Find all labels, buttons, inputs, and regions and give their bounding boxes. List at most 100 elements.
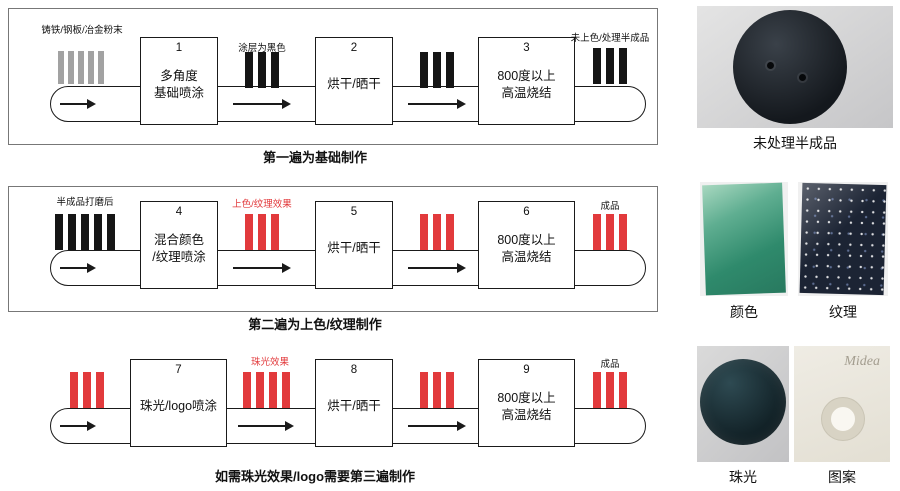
bar [269, 372, 277, 408]
output-label: 成品 [600, 201, 620, 212]
flow-arrow [408, 263, 466, 273]
material-bars [593, 48, 627, 84]
bar [593, 214, 601, 250]
box-number: 1 [175, 42, 183, 54]
box-number: 7 [175, 364, 182, 376]
material-bars [70, 372, 104, 408]
bar [107, 214, 115, 250]
photo-color-sample [700, 182, 788, 296]
box-label-line: 800度以上 [497, 390, 556, 405]
box-label-line: 多角度 [160, 68, 198, 83]
box-label: 800度以上 高温烧结 [497, 54, 555, 124]
black-disc [733, 10, 847, 124]
box-number: 9 [523, 364, 530, 376]
bar [96, 372, 104, 408]
row-caption: 第一遍为基础制作 [262, 150, 367, 165]
material-bars [245, 52, 279, 88]
photo-caption: 图案 [828, 469, 856, 485]
bar [68, 51, 74, 84]
material-bars [243, 372, 290, 408]
photo-caption: 颜色 [730, 304, 758, 320]
bar [420, 52, 428, 88]
bar [258, 52, 266, 88]
bar [606, 48, 614, 84]
photo-logo-pattern: Midea [794, 346, 890, 462]
bar [256, 372, 264, 408]
midea-logo-text: Midea [844, 354, 880, 369]
process-box-5: 5 烘干/晒干 [315, 201, 393, 289]
bar [81, 214, 89, 250]
bar [619, 48, 627, 84]
bar [83, 372, 91, 408]
row-caption: 如需珠光效果/logo需要第三遍制作 [214, 469, 416, 484]
bar [58, 51, 64, 84]
flow-arrow [60, 263, 96, 273]
box-label: 烘干/晒干 [327, 376, 380, 446]
output-label: 成品 [600, 359, 620, 370]
bar [619, 214, 627, 250]
effect-label: 珠光效果 [250, 357, 289, 368]
photo-caption: 纹理 [829, 304, 857, 320]
box-label-line: 高温烧结 [501, 408, 552, 422]
material-bars [58, 51, 104, 84]
pearl-disc [700, 359, 786, 445]
box-label-line: 烘干/晒干 [327, 241, 381, 256]
bar [606, 372, 614, 408]
bar [282, 372, 290, 408]
box-label-line: 800度以上 [497, 68, 556, 83]
bar [271, 52, 279, 88]
coating-label: 涂层为黑色 [238, 43, 286, 54]
process-box-7: 7 珠光/logo喷涂 [130, 359, 227, 447]
process-box-6: 6 800度以上 高温烧结 [478, 201, 575, 289]
process-box-1: 1 多角度 基础喷涂 [140, 37, 218, 125]
photo-caption: 珠光 [729, 469, 757, 485]
process-box-8: 8 烘干/晒干 [315, 359, 393, 447]
bar [88, 51, 94, 84]
box-label: 多角度 基础喷涂 [154, 54, 204, 124]
material-bars [55, 214, 115, 250]
bar [258, 214, 266, 250]
green-panel [702, 182, 786, 296]
flow-arrow [60, 421, 96, 431]
speckled-panel [799, 182, 887, 296]
process-box-9: 9 800度以上 高温烧结 [478, 359, 575, 447]
photo-texture-sample [798, 182, 888, 296]
flow-arrow [408, 421, 466, 431]
flow-arrow [233, 263, 291, 273]
screw-hole [767, 62, 774, 69]
bar [94, 214, 102, 250]
box-label-line: /纹理喷涂 [152, 250, 206, 264]
material-bars [245, 214, 279, 250]
box-number: 2 [350, 42, 358, 54]
box-label: 800度以上 高温烧结 [497, 218, 555, 288]
flow-arrow [60, 99, 96, 109]
box-label-line: 烘干/晒干 [327, 399, 381, 414]
bar [446, 214, 454, 250]
material-bars [420, 214, 454, 250]
box-label: 烘干/晒干 [327, 218, 380, 288]
bar [78, 51, 84, 84]
photo-pearl-sample [697, 346, 789, 462]
material-bars [593, 214, 627, 250]
box-label-line: 珠光/logo喷涂 [139, 399, 218, 414]
box-label: 珠光/logo喷涂 [140, 376, 217, 446]
process-box-2: 2 烘干/晒干 [315, 37, 393, 125]
box-number: 6 [523, 206, 530, 218]
material-label: 铸铁/钢板/冶金粉末 [41, 25, 123, 36]
box-number: 5 [350, 206, 358, 218]
screw-hole [799, 74, 806, 81]
photo-caption: 未处理半成品 [753, 135, 837, 151]
row-caption: 第二遍为上色/纹理制作 [248, 317, 382, 332]
box-label-line: 混合颜色 [153, 232, 204, 247]
flow-arrow [233, 99, 291, 109]
bar [593, 372, 601, 408]
bar [420, 214, 428, 250]
bar [70, 372, 78, 408]
material-bars [420, 372, 454, 408]
bar [245, 52, 253, 88]
bar [446, 372, 454, 408]
photo-unprocessed-part [697, 6, 893, 128]
bar [619, 372, 627, 408]
flow-arrow [238, 421, 294, 431]
